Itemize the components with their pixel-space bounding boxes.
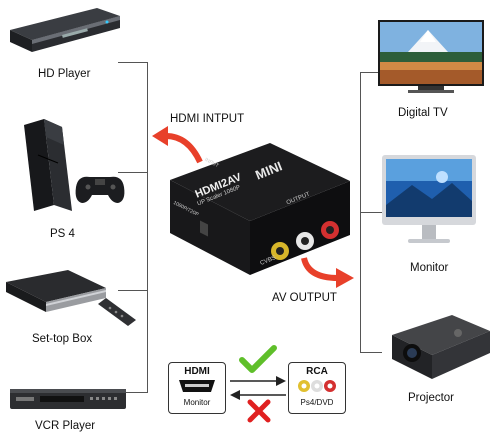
left-branch-vcr — [118, 392, 148, 393]
converter-box — [150, 125, 360, 280]
check-icon — [238, 344, 278, 374]
ps4-label: PS 4 — [50, 228, 75, 240]
projector-label: Projector — [408, 392, 455, 404]
left-branch-ps4 — [118, 172, 148, 173]
right-branch-tv — [360, 72, 382, 73]
left-bus-line — [147, 62, 148, 392]
projector-device — [388, 305, 494, 385]
hdmi-legend-title: HDMI — [184, 366, 210, 377]
hdmi-legend-box: HDMI Monitor — [168, 362, 226, 414]
rca-ports-icon — [297, 379, 337, 393]
vcr-player-device — [10, 385, 128, 413]
hdmi-legend-sub: Monitor — [183, 398, 211, 407]
ps4-device — [18, 115, 128, 215]
left-arrow-icon — [230, 390, 286, 400]
left-branch-settop — [118, 290, 148, 291]
settop-box-label: Set-top Box — [32, 333, 93, 345]
settop-box-device — [2, 262, 142, 328]
hd-player-device — [2, 2, 122, 62]
rca-legend-sub: Ps4/DVD — [300, 398, 334, 407]
hdmi-input-arrow-icon — [148, 122, 208, 168]
right-branch-projector — [360, 352, 382, 353]
cross-icon — [246, 398, 272, 424]
hd-player-label: HD Player — [38, 68, 91, 80]
av-output-label: AV OUTPUT — [272, 292, 337, 304]
digital-tv-device — [378, 20, 484, 96]
hdmi-input-label: HDMI INTPUT — [170, 113, 245, 125]
vcr-player-label: VCR Player — [35, 420, 96, 432]
av-output-arrow-icon — [298, 254, 358, 294]
monitor-device — [382, 155, 478, 251]
rca-legend-box: RCA Ps4/DVD — [288, 362, 346, 414]
monitor-label: Monitor — [410, 262, 449, 274]
hdmi-port-icon — [179, 380, 215, 392]
digital-tv-label: Digital TV — [398, 107, 448, 119]
right-branch-monitor — [360, 212, 382, 213]
rca-legend-title: RCA — [306, 366, 328, 377]
left-branch-hd — [118, 62, 148, 63]
right-arrow-icon — [230, 376, 286, 386]
